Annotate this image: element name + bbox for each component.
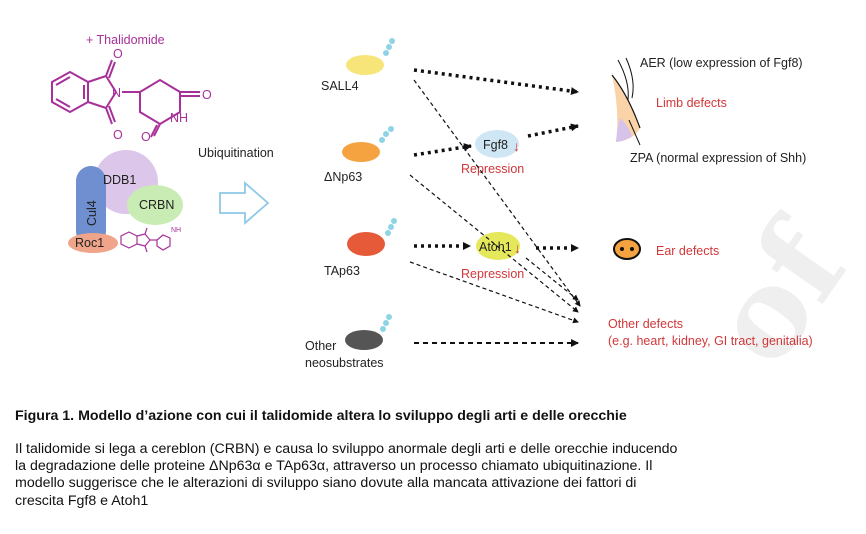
caption-line: modello suggerisce che le alterazioni di… [15, 475, 637, 492]
nh-label: NH [170, 111, 188, 125]
fgf8-label: Fgf8 [483, 138, 508, 152]
tap63-label: TAp63 [324, 264, 360, 278]
roc1-protein [68, 233, 118, 253]
limb-defects-label: Limb defects [656, 96, 727, 110]
oxygen-label-3: O [202, 88, 212, 102]
aer-label: AER (low expression of Fgf8) [640, 56, 803, 70]
substrate-other: Other neosubstrates [305, 314, 392, 370]
cul4-protein [76, 166, 106, 246]
caption-line: Il talidomide si lega a cereblon (CRBN) … [15, 441, 678, 457]
thalidomide-mechanism-figure: of + Thalidomide O O N O NH O [51, 33, 866, 390]
oxygen-label-1: O [113, 47, 123, 61]
e3-ligase-complex: DDB1 Cul4 CRBN Roc1 NH [68, 150, 183, 253]
crbn-protein [127, 185, 183, 225]
figure-caption-title: Figura 1. Modello d’azione con cui il ta… [15, 408, 627, 424]
small-nh-label: NH [171, 227, 181, 234]
atoh1-label: Atoh1 [479, 240, 512, 254]
other-defects-label: Other defects [608, 317, 683, 331]
other-label-line2: neosubstrates [305, 356, 384, 370]
thick-dotted-arrows [413, 68, 579, 252]
figure-caption-body: Il talidomide si lega a cereblon (CRBN) … [15, 441, 775, 510]
watermark: of [683, 195, 866, 390]
ubiquitination-label: Ubiquitination [198, 146, 274, 160]
dnp63-label: ΔNp63 [324, 170, 362, 184]
caption-line: crescita Fgf8 e Atoh1 [15, 492, 149, 509]
roc1-label: Roc1 [75, 236, 104, 250]
small-thalidomide-icon [120, 227, 171, 253]
process-arrow-icon [219, 181, 270, 225]
zpa-label: ZPA (normal expression of Shh) [630, 151, 806, 165]
substrate-dnp63: ΔNp63 [324, 126, 394, 184]
oxygen-label-2: O [113, 128, 123, 142]
substrate-tap63: TAp63 [324, 218, 397, 278]
sall4-label: SALL4 [321, 79, 359, 93]
fgf8-repression-label: Repression [461, 162, 524, 176]
thin-dashed-arrows [409, 79, 581, 324]
crbn-label: CRBN [139, 198, 174, 212]
thalidomide-label: + Thalidomide [86, 33, 165, 47]
caption-line: la degradazione delle proteine ΔNp63α e … [15, 458, 653, 475]
ear-defects-label: Ear defects [656, 244, 719, 258]
oxygen-label-4: O [141, 130, 151, 144]
ear-icon [613, 238, 641, 260]
nitrogen-label: N [112, 86, 121, 100]
factor-atoh1: Atoh1 ↓ Repression [461, 232, 524, 281]
factor-fgf8: Fgf8 ↓ Repression [461, 130, 524, 176]
thalidomide-structure: + Thalidomide [51, 33, 200, 138]
atoh1-down-arrow: ↓ [514, 240, 521, 256]
limb-bud-icon [611, 57, 641, 146]
thalidomide-atom-labels: O O N O NH O [112, 47, 212, 144]
other-defects-examples: (e.g. heart, kidney, GI tract, genitalia… [608, 334, 813, 348]
cul4-label: Cul4 [85, 200, 99, 226]
atoh1-repression-label: Repression [461, 267, 524, 281]
ddb1-label: DDB1 [103, 173, 136, 187]
other-label-line1: Other [305, 339, 336, 353]
substrate-sall4: SALL4 [321, 38, 395, 93]
fgf8-down-arrow: ↓ [513, 138, 520, 154]
svg-text:of: of [683, 195, 866, 390]
